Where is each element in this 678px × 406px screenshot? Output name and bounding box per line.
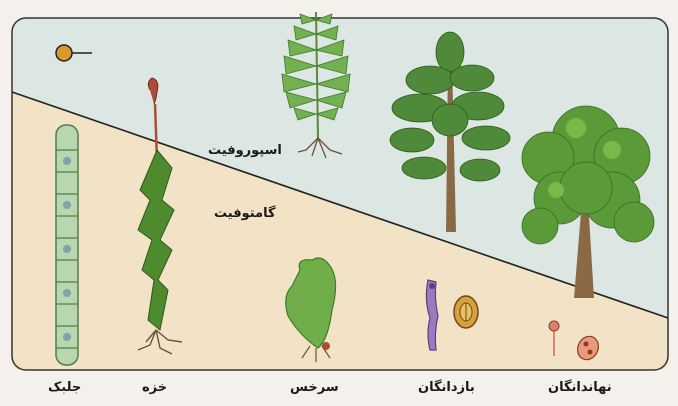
alga-filament-icon xyxy=(56,125,78,365)
gametophyte-label: گامتوفیت xyxy=(214,206,276,221)
sporophyte-label: اسپوروفیت xyxy=(208,143,282,158)
alga-label: جلبک xyxy=(48,380,81,395)
fern-label: سرخس xyxy=(290,380,339,395)
moss-label: خزه xyxy=(142,380,167,395)
gymnosperm-label: بازدانگان xyxy=(418,380,475,395)
angiosperm-label: نهاندانگان xyxy=(548,380,612,395)
